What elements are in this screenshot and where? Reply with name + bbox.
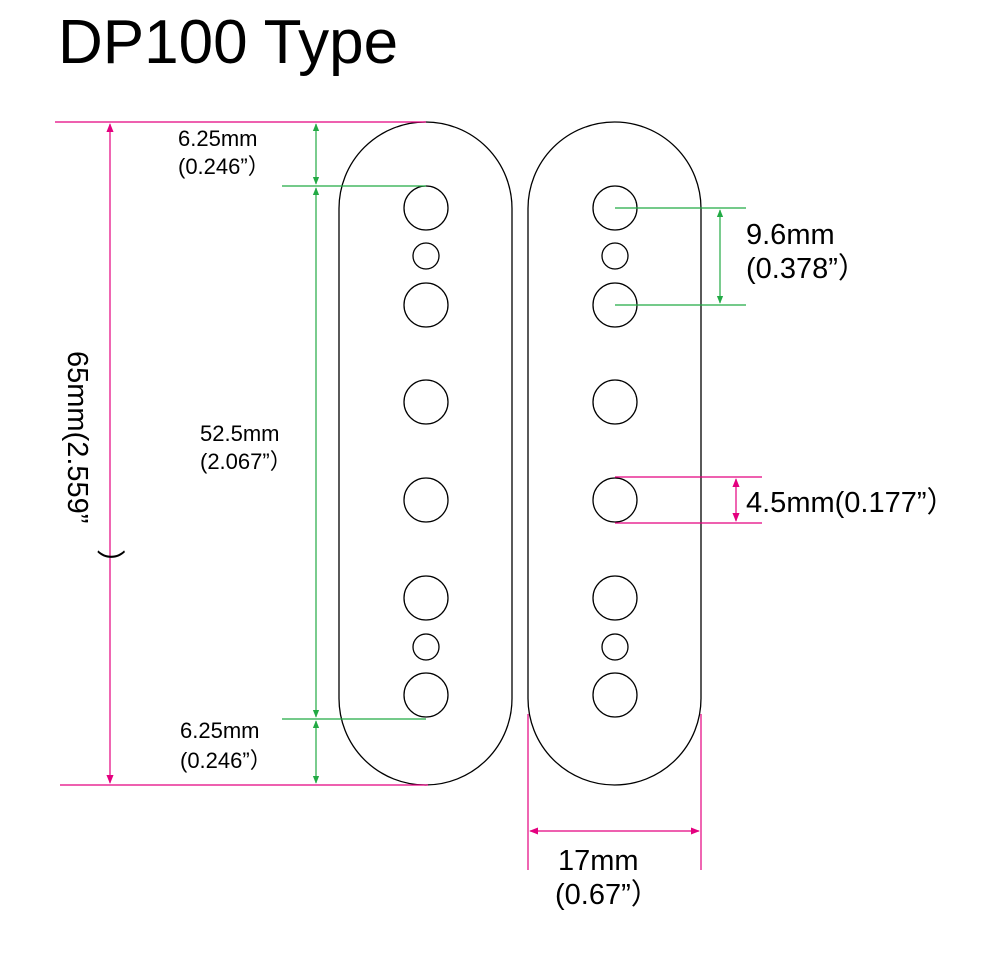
left-pole-5 xyxy=(403,575,449,621)
right-pole-6 xyxy=(592,672,638,718)
width-dimension: 17mm (0.67”） xyxy=(527,714,702,911)
left-pole-4 xyxy=(403,477,449,523)
diagram-title: DP100 Type xyxy=(58,8,398,77)
top-margin-dimension: 6.25mm (0.246”） xyxy=(178,123,426,187)
top-margin-mm: 6.25mm xyxy=(178,126,257,151)
width-in: (0.67”） xyxy=(555,879,660,911)
bottom-margin-dimension: 6.25mm (0.246”） xyxy=(180,718,426,784)
left-pole-2 xyxy=(403,282,449,328)
pole-diameter-label: 4.5mm(0.177”） xyxy=(746,487,956,519)
pole-span-in: (2.067”） xyxy=(200,449,292,474)
pole-spacing-mm: 9.6mm xyxy=(746,219,835,251)
overall-length-label-close: ） xyxy=(93,549,125,578)
left-screw-bottom xyxy=(412,633,440,661)
right-screw-bottom xyxy=(601,633,629,661)
right-bobbin xyxy=(527,121,702,786)
right-pole-4 xyxy=(592,477,638,523)
pole-span-dimension: 52.5mm (2.067”） xyxy=(200,187,320,718)
right-pole-5 xyxy=(592,575,638,621)
left-screw-top xyxy=(412,242,440,270)
right-screw-top xyxy=(601,242,629,270)
overall-length-dimension: 65mm(2.559” ） xyxy=(55,121,428,786)
pole-diameter-dimension: 4.5mm(0.177”） xyxy=(615,476,956,524)
top-margin-in: (0.246”） xyxy=(178,154,270,179)
left-bobbin-outline xyxy=(338,121,513,786)
overall-length-label: 65mm(2.559” xyxy=(61,351,93,523)
left-pole-3 xyxy=(403,379,449,425)
pole-spacing-in: (0.378”） xyxy=(746,253,867,285)
right-pole-3 xyxy=(592,379,638,425)
pole-spacing-dimension: 9.6mm (0.378”） xyxy=(615,207,867,306)
left-pole-1 xyxy=(403,185,449,231)
left-pole-6 xyxy=(403,672,449,718)
bottom-margin-in: (0.246”） xyxy=(180,748,272,773)
pole-span-mm: 52.5mm xyxy=(200,421,279,446)
right-bobbin-outline xyxy=(527,121,702,786)
width-mm: 17mm xyxy=(558,845,639,877)
left-bobbin xyxy=(338,121,513,786)
bottom-margin-mm: 6.25mm xyxy=(180,718,259,743)
